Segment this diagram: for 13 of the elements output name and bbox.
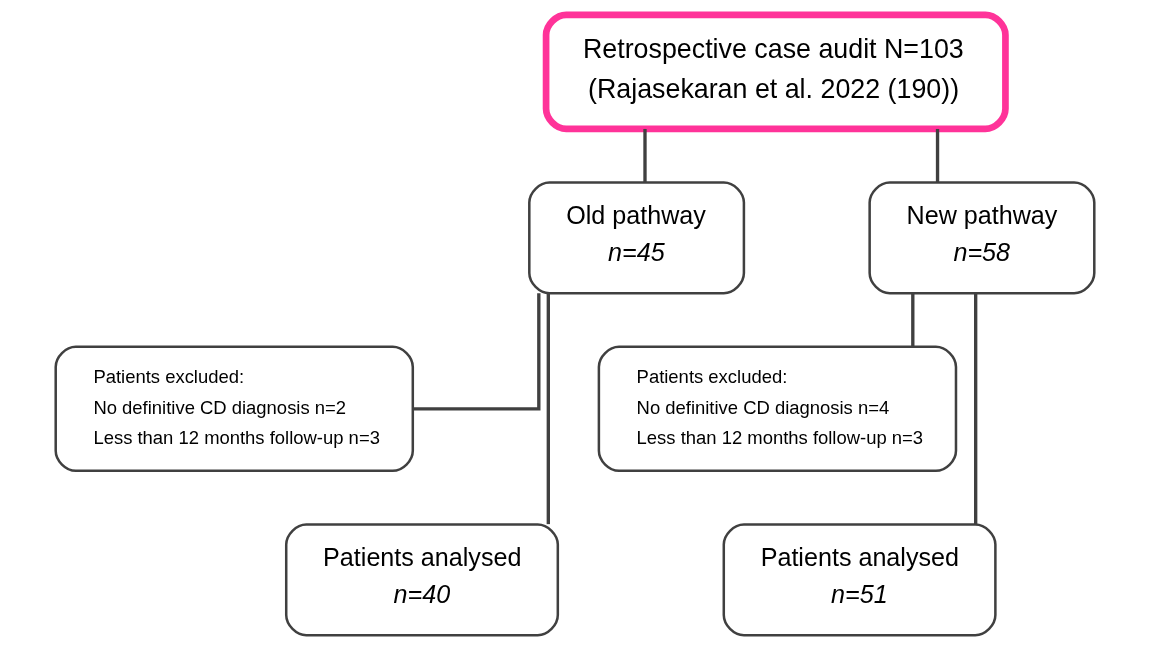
node-box: Patients analysed n=51	[722, 523, 997, 637]
connector	[911, 293, 915, 347]
connector	[935, 128, 940, 183]
node-box: Patients analysed n=40	[284, 523, 560, 637]
node-box: New pathway n=58	[868, 181, 1096, 295]
connector	[413, 293, 541, 411]
node-box: Patients excluded: No definitive CD diagnosis n=4 Less than 12 months follow-up n=3	[597, 345, 958, 473]
node-box: Retrospective case audit N=103 (Rajasekaran et al. 2022 (190))	[542, 11, 1009, 133]
connector	[546, 293, 550, 525]
connector	[643, 128, 647, 183]
connector	[974, 293, 978, 525]
node-box: Patients excluded: No definitive CD diagnosis n=2 Less than 12 months follow-up n=3	[54, 345, 415, 473]
node-box: Old pathway n=45	[528, 181, 746, 295]
